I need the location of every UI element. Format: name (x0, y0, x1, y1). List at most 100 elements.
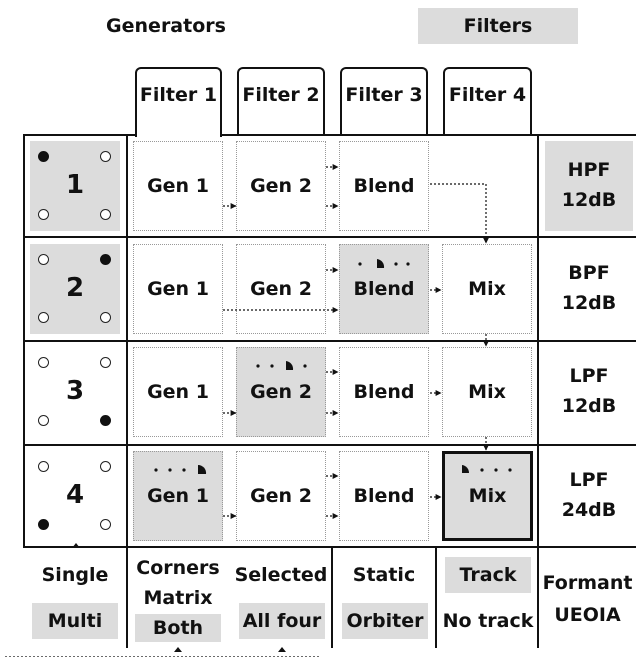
grid-filter-line (537, 134, 539, 548)
step-dot (406, 262, 410, 266)
row-1-generator-block[interactable]: 1 (30, 141, 120, 231)
corner-dot-bottom-left (38, 519, 49, 530)
row-number: 3 (65, 376, 85, 407)
pointer-mark-both (174, 647, 182, 652)
corner-dot-bottom-left (38, 312, 49, 323)
step-half-icon (462, 465, 470, 473)
row-number: 4 (65, 480, 85, 511)
grid-divider-line (126, 134, 128, 548)
row-1-blend-cell[interactable]: Blend (339, 141, 429, 231)
track-option[interactable]: Track (445, 557, 531, 593)
cell-label: Gen 2 (250, 174, 312, 197)
corner-dot-bottom-right (100, 209, 111, 220)
tab-filter-3[interactable]: Filter 3 (340, 67, 428, 135)
row-2-generator-block[interactable]: 2 (30, 244, 120, 334)
static-option[interactable]: Static (352, 563, 416, 586)
grid-left-line (23, 134, 25, 548)
step-half-icon (198, 464, 207, 474)
step-dot (303, 364, 307, 368)
corner-dot-bottom-right (100, 519, 111, 530)
cell-label: Blend (353, 277, 415, 300)
row-2-mix-cell[interactable]: Mix (442, 244, 532, 334)
bottom-divider-4 (537, 546, 539, 648)
step-dot (394, 262, 398, 266)
row-3-generator-block[interactable]: 3 (30, 347, 120, 437)
step-half-icon (286, 361, 294, 370)
grid-bottom-line (23, 546, 636, 548)
cell-label: Mix (468, 380, 506, 403)
step-dot (154, 468, 158, 472)
filter-slope: 12dB (561, 394, 617, 417)
cell-label: Mix (468, 484, 507, 507)
tab-filter-2[interactable]: Filter 2 (237, 67, 325, 135)
cell-label: Gen 2 (250, 380, 312, 403)
step-dot (168, 468, 172, 472)
grid-top-line (23, 134, 636, 136)
row-2-gen-1-cell[interactable]: Gen 1 (133, 244, 223, 334)
ueoia-option[interactable]: UEOIA (554, 603, 621, 626)
selected-option[interactable]: Selected (234, 563, 328, 586)
row-2-blend-cell[interactable]: Blend (339, 244, 429, 334)
filter-slope: 24dB (561, 498, 617, 521)
cell-label: Mix (468, 277, 506, 300)
row-number: 2 (65, 273, 85, 304)
cell-label: Gen 2 (250, 277, 312, 300)
corner-dot-top-right (100, 254, 111, 265)
row-3-blend-cell[interactable]: Blend (339, 347, 429, 437)
all-four-option[interactable]: All four (239, 603, 325, 639)
tab-filter-1-label: Filter 1 (139, 83, 218, 106)
corner-dot-bottom-right (100, 312, 111, 323)
formant-option[interactable]: Formant (542, 571, 633, 594)
row-number: 1 (65, 170, 85, 201)
single-option[interactable]: Single (41, 563, 109, 586)
step-indicators (72, 259, 512, 652)
row-4-gen-1-cell[interactable]: Gen 1 (133, 451, 223, 541)
row-1-gen-2-cell[interactable]: Gen 2 (236, 141, 326, 231)
corner-dot-top-left (38, 151, 49, 162)
row-4-blend-cell[interactable]: Blend (339, 451, 429, 541)
generators-label[interactable]: Generators (106, 14, 226, 37)
row-4-generator-block[interactable]: 4 (30, 451, 120, 541)
bottom-divider-3 (435, 546, 437, 648)
cell-label: Gen 2 (250, 484, 312, 507)
flow-arrow (430, 183, 489, 244)
filter-type: LPF (569, 364, 609, 387)
bottom-divider-2 (331, 546, 333, 648)
row-4-filter-block[interactable]: LPF 24dB (545, 451, 633, 541)
filters-button[interactable]: Filters (418, 8, 578, 44)
row-4-mix-cell[interactable]: Mix (442, 451, 533, 541)
row-3-gen-1-cell[interactable]: Gen 1 (133, 347, 223, 437)
grid-line-3 (23, 444, 636, 446)
matrix-option[interactable]: Matrix (143, 586, 213, 609)
step-dot (182, 468, 186, 472)
corner-dot-top-left (38, 254, 49, 265)
row-3-filter-block[interactable]: LPF 12dB (545, 347, 633, 437)
row-2-filter-block[interactable]: BPF 12dB (545, 244, 633, 334)
tab-filter-2-label: Filter 2 (242, 83, 320, 106)
orbiter-option[interactable]: Orbiter (342, 603, 428, 639)
corner-dot-bottom-right (100, 415, 111, 426)
row-3-mix-cell[interactable]: Mix (442, 347, 532, 437)
corner-dot-top-left (38, 357, 49, 368)
corners-option[interactable]: Corners (136, 556, 220, 579)
no-track-option[interactable]: No track (442, 609, 534, 632)
row-2-gen-2-cell[interactable]: Gen 2 (236, 244, 326, 334)
row-1-gen-1-cell[interactable]: Gen 1 (133, 141, 223, 231)
cell-label: Gen 1 (147, 277, 209, 300)
corner-dot-top-right (100, 151, 111, 162)
corner-dot-bottom-left (38, 209, 49, 220)
cell-label: Gen 1 (147, 380, 209, 403)
row-3-gen-2-cell[interactable]: Gen 2 (236, 347, 326, 437)
both-option[interactable]: Both (135, 614, 221, 642)
filter-type: LPF (569, 468, 609, 491)
multi-option[interactable]: Multi (32, 603, 118, 639)
row-4-gen-2-cell[interactable]: Gen 2 (236, 451, 326, 541)
tab-filter-1[interactable]: Filter 1 (135, 67, 222, 137)
row-1-filter-block[interactable]: HPF 12dB (545, 141, 633, 231)
tab-filter-4[interactable]: Filter 4 (443, 67, 532, 135)
step-dot (358, 262, 362, 266)
tab-filter-3-label: Filter 3 (345, 83, 423, 106)
pointer-mark-single (72, 543, 80, 548)
filter-slope: 12dB (561, 291, 617, 314)
step-dot (270, 364, 274, 368)
